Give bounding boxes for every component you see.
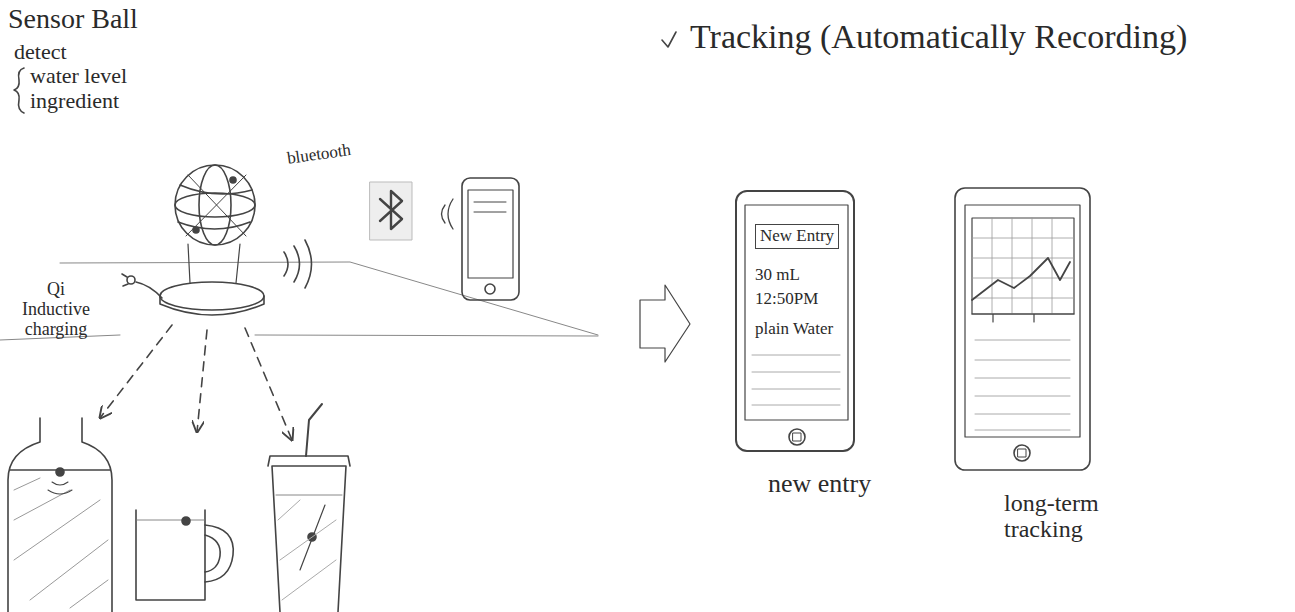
brace [14,68,24,113]
signal-waves [442,199,454,229]
bluetooth-icon [370,182,412,240]
entry-heading: New Entry [755,224,839,249]
block-arrow [640,285,690,362]
small-phone [462,178,519,300]
tracking-phone [955,188,1090,470]
phone-screen [745,205,848,445]
water-bottle [8,418,112,612]
charging-base [122,244,264,315]
annotation: water level [30,64,127,88]
table-plane [0,262,598,340]
entry-field: 30 mL [755,266,800,285]
phone-box: New Entry 30 mL 12:50PM plain Water [735,190,855,452]
cup-with-straw [268,404,350,612]
dashed-arrows [100,325,292,440]
entry-field: 12:50PM [755,290,818,309]
annotation: ingredient [30,89,119,113]
mug [136,510,233,600]
annotation: detect [14,40,67,64]
annotation: Qi Inductive charging [14,280,98,339]
entry-field: plain Water [755,320,833,339]
sensor-ball [175,165,255,245]
wireless-waves [284,240,312,288]
annotation: bluetooth [286,141,352,168]
caption: long-term tracking [1004,490,1136,543]
caption: new entry [768,470,871,499]
checkmark [662,32,676,47]
sketch-title: Sensor Ball [8,4,138,35]
section-heading: Tracking (Automatically Recording) [690,18,1187,55]
